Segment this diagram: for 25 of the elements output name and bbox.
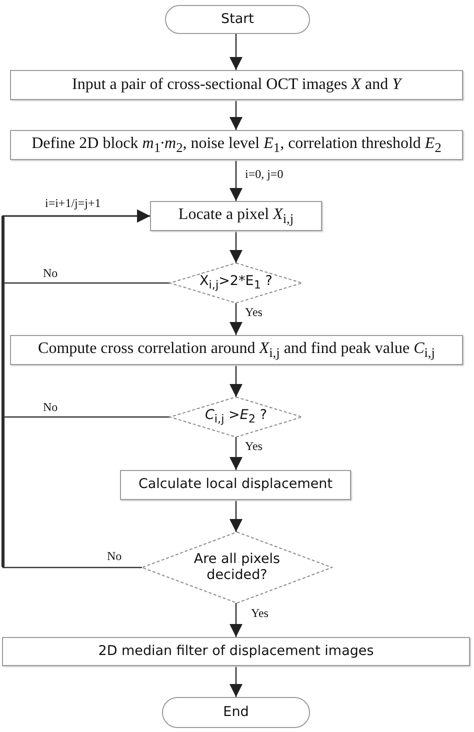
terminal-shape [165,5,310,34]
node-text: C$_{i,j}$ >E$_{2}$ ? [204,408,268,426]
node-text: Define 2D block m$_{1}$∙m$_{2}$, noise level E$_{1}$, correlation threshold E$_{2}$ [32,134,442,156]
process-box [10,335,463,365]
node-text: Input a pair of cross-sectional OCT images X and Y [72,76,401,94]
process-box [10,130,463,160]
decision-diamond [170,263,302,303]
node-text: Calculate local displacement [138,477,333,493]
node-text: Locate a pixel X$_{i,j}$ [178,206,294,226]
process-box [2,637,470,666]
process-box [10,70,463,100]
node-text: Start [221,12,254,28]
node-text: 2D median filter of displacement images [98,644,374,660]
decision-diamond [170,397,302,437]
node-text: Are all pixels decided? [192,552,282,584]
node-text: Compute cross correlation around X$_{i,j}$ and find peak value C$_{i,j}$ [38,340,435,360]
node-text: X$_{i,j}$>2*E$_{1}$ ? [200,274,272,292]
terminal-shape [162,697,310,728]
decision-diamond [142,532,332,603]
loop-line [2,216,4,567]
process-box [120,470,351,500]
edge-label: i=0, j=0 [244,167,284,182]
process-box [150,201,322,231]
node-text: End [223,704,249,720]
counter-note: i=i+1/j=j+1 [44,196,102,211]
